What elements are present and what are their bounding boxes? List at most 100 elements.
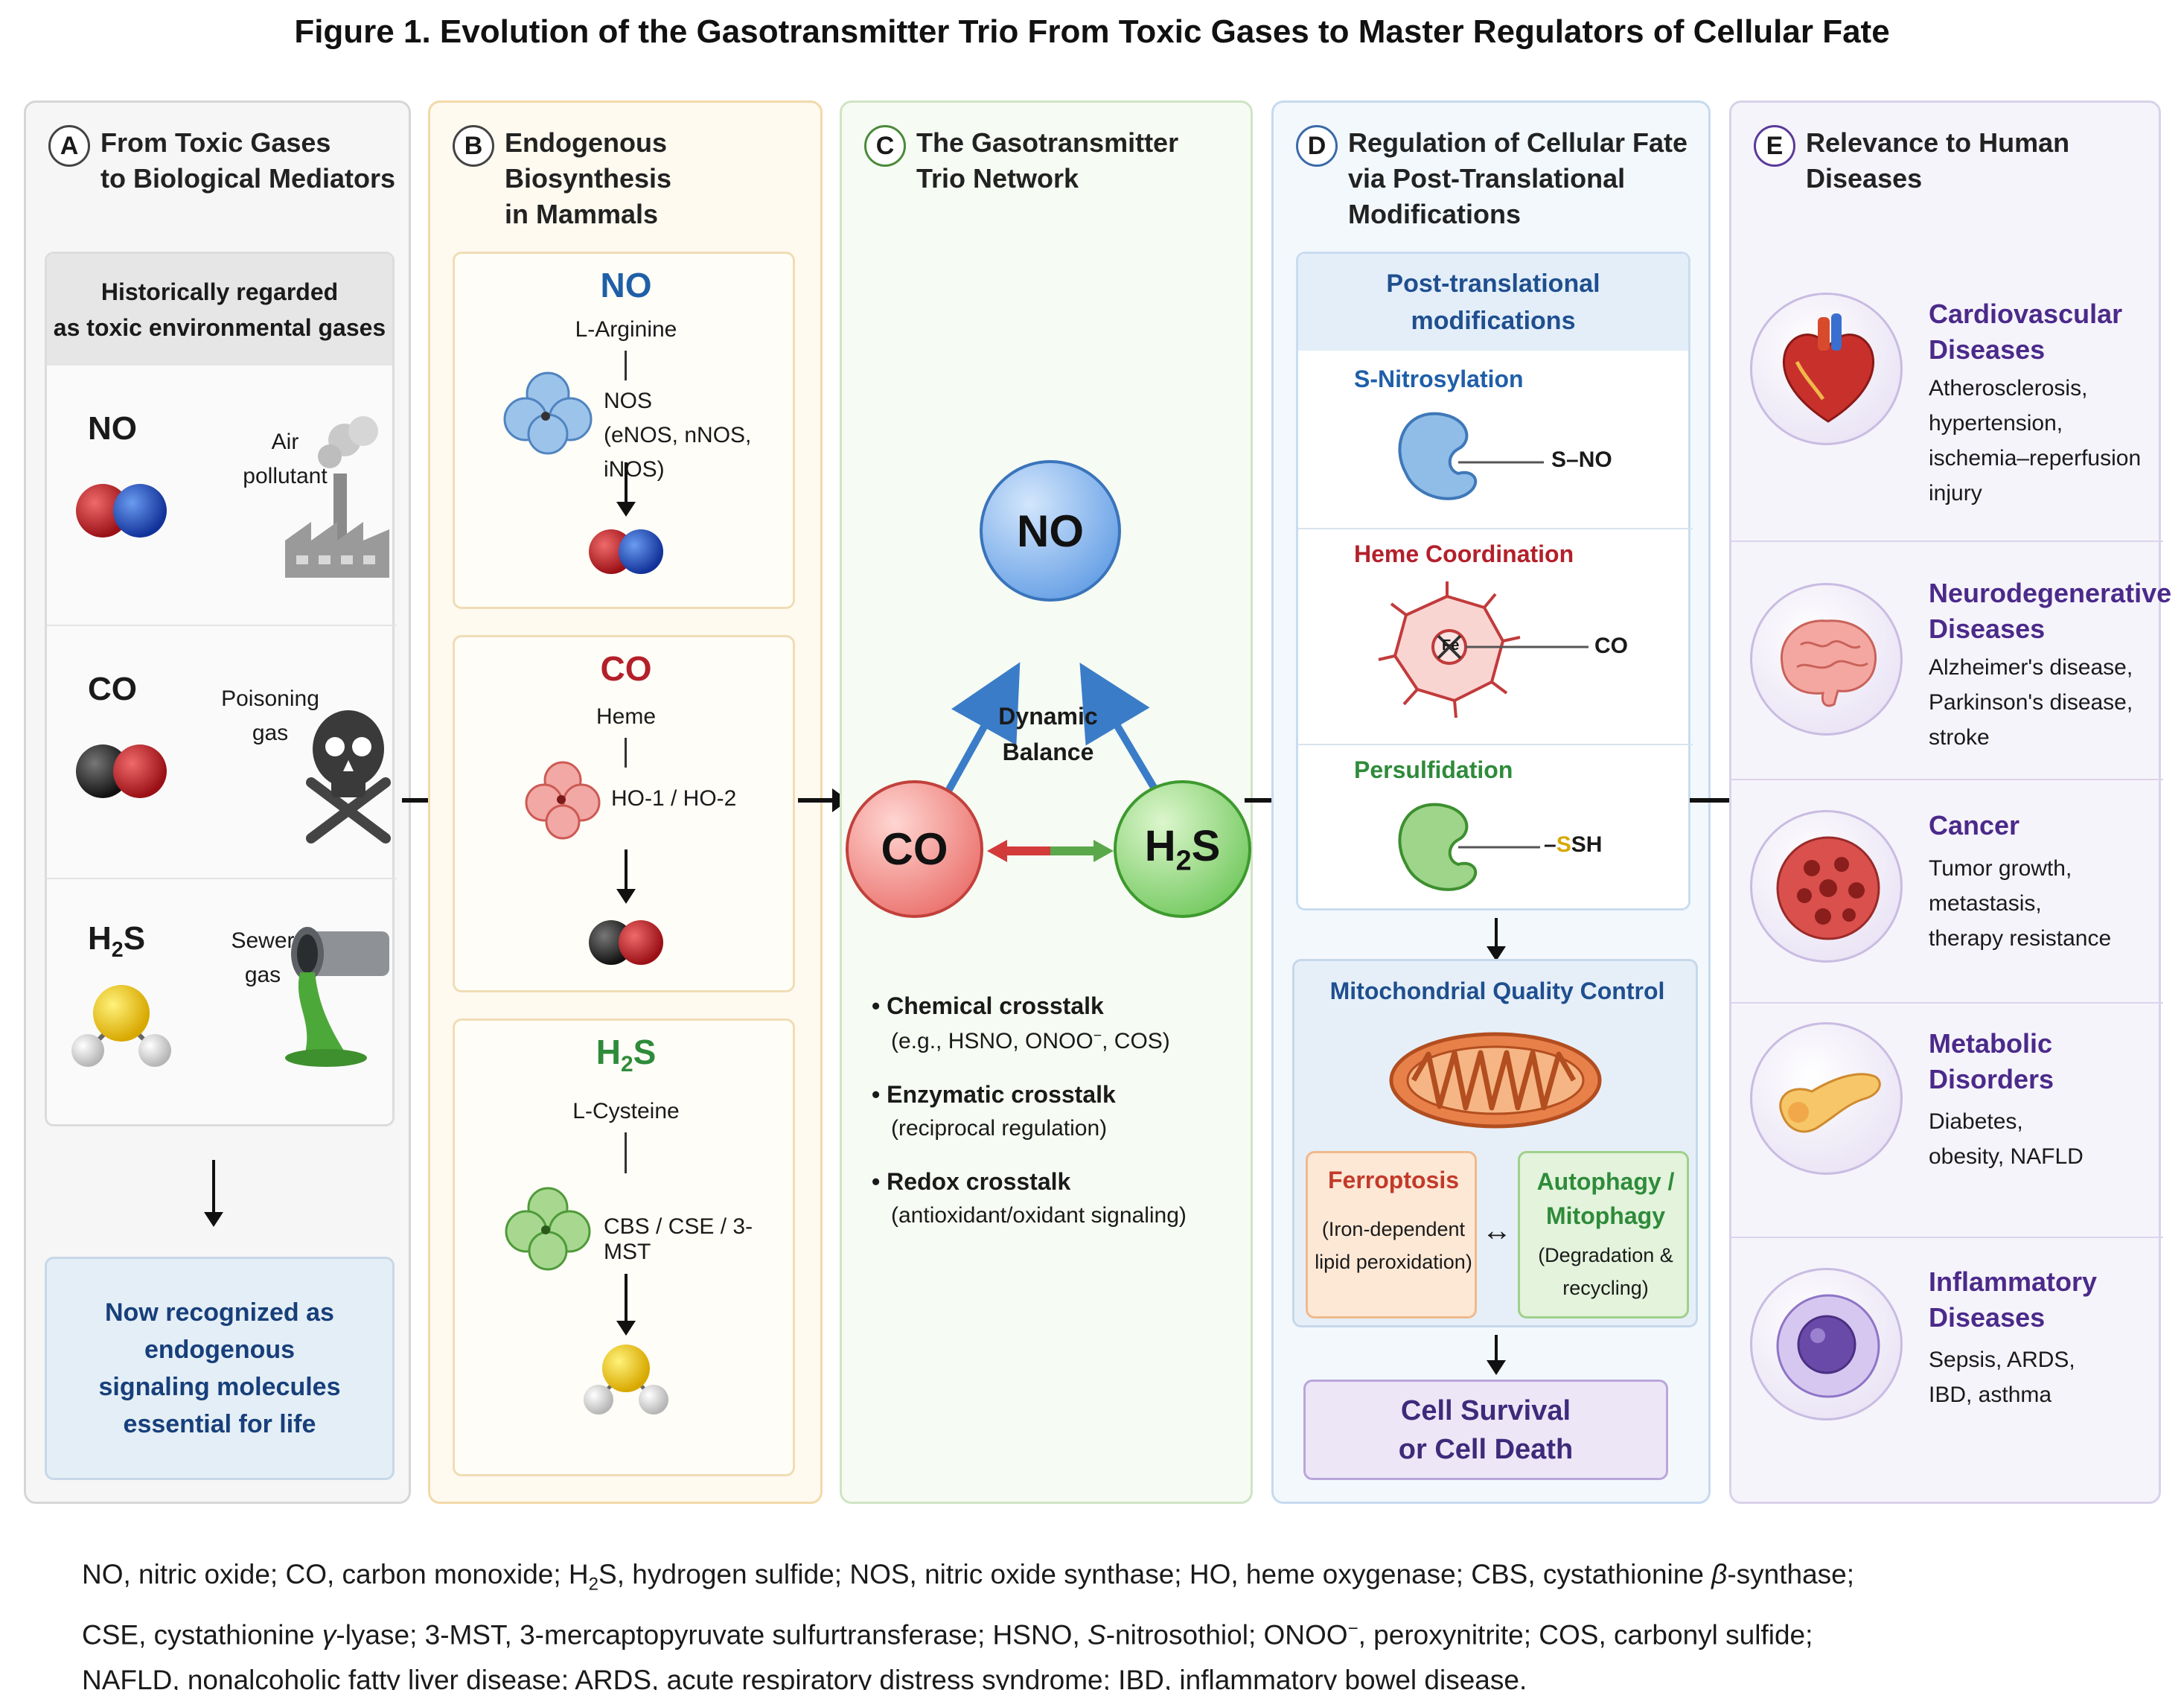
factory-icon: [285, 416, 389, 578]
ferroptosis-title: Ferroptosis: [1327, 1167, 1460, 1193]
gas-row-co: CO Poisoning gas: [47, 626, 397, 879]
ptm-name: Heme Coordination: [1354, 541, 1574, 567]
panel-a: A From Toxic Gases to Biological Mediato…: [24, 101, 411, 1504]
node-h2s: H2S: [1114, 780, 1251, 918]
crosstalk-detail: (antioxidant/oxidant signaling): [891, 1203, 1187, 1228]
arrow-down-no: [616, 462, 636, 517]
substrate-h2s: L-Cysteine: [572, 1099, 680, 1123]
mitochondrion-icon: [1389, 1032, 1602, 1129]
disease-detail: Alzheimer's disease, Parkinson's disease…: [1929, 655, 2133, 750]
panel-d: D Regulation of Cellular Fate via Post-T…: [1271, 101, 1711, 1504]
connector-line: [625, 351, 627, 380]
co-h2s-arrow: [987, 840, 1114, 862]
panel-b: B Endogenous Biosynthesis in Mammals NO …: [428, 101, 823, 1504]
gas-label-co: CO: [88, 671, 137, 707]
brain-icon: [1750, 583, 1903, 736]
recognized-text: Now recognized as endogenous signaling m…: [98, 1298, 341, 1438]
panel-e: E Relevance to Human Diseases Cardiovasc…: [1729, 101, 2171, 1504]
ptm-persulfidation: Persulfidation –SSH: [1298, 745, 1693, 909]
co-synthesis-box: CO Heme HO-1 / HO-2: [453, 635, 795, 992]
sewer-pipe-icon: [285, 927, 389, 1067]
crosstalk-detail: (reciprocal regulation): [891, 1116, 1108, 1141]
enzyme-co: HO-1 / HO-2: [611, 786, 737, 811]
panel-letter: C: [864, 125, 906, 167]
autophagy-box: Autophagy / Mitophagy (Degradation & rec…: [1518, 1151, 1689, 1318]
panel-letter: A: [48, 125, 90, 167]
disease-detail: Sepsis, ARDS, IBD, asthma: [1929, 1348, 2075, 1407]
gas-source-label-no: Air pollutant: [243, 430, 328, 488]
figure-caption: NO, nitric oxide; CO, carbon monoxide; H…: [82, 1552, 2107, 1690]
node-no: NO: [980, 460, 1121, 602]
connector-line: [625, 1132, 627, 1173]
crosstalk-item-redox: Redox crosstalk (antioxidant/oxidant sig…: [872, 1168, 1244, 1228]
cell-fate-box: Cell Survival or Cell Death: [1303, 1380, 1668, 1480]
tumor-icon: [1750, 810, 1903, 963]
node-co-label: CO: [881, 824, 948, 874]
autophagy-detail: (Degradation & recycling): [1538, 1244, 1673, 1299]
gas-name-h2s: H2S: [596, 1033, 657, 1077]
h2s-molecule-icon: [584, 1345, 668, 1415]
disease-neurodegenerative: Neurodegenerative Diseases Alzheimer's d…: [1731, 542, 2171, 780]
bidirectional-arrow-icon: ↔: [1482, 1214, 1512, 1247]
crosstalk-detail: (e.g., HSNO, ONOO−, COS): [891, 1027, 1170, 1053]
cbs-cse-enzyme-icon: [505, 1187, 591, 1271]
heart-icon: [1750, 293, 1903, 445]
arrow-down-h2s: [616, 1274, 636, 1336]
crosstalk-head: Chemical crosstalk: [872, 992, 1244, 1020]
substrate-no: L-Arginine: [575, 317, 677, 342]
arrow-down-co: [616, 849, 636, 904]
disease-cancer: Cancer Tumor growth, metastasis, therapy…: [1731, 780, 2163, 1004]
panel-title: Regulation of Cellular Fate via Post-Tra…: [1348, 127, 1688, 229]
fe-label: Fe: [1442, 637, 1460, 654]
skull-crossbones-icon: [306, 710, 391, 844]
panel-title: From Toxic Gases to Biological Mediators: [100, 127, 396, 194]
gas-name-no: NO: [600, 266, 652, 304]
disease-inflammatory: Inflammatory Diseases Sepsis, ARDS, IBD,…: [1731, 1238, 2163, 1491]
connector-line: [625, 738, 627, 768]
panel-title: Endogenous Biosynthesis in Mammals: [505, 127, 672, 229]
co-molecule-icon: [76, 744, 167, 798]
protein-persulfidation-icon: [1398, 803, 1540, 891]
ptm-header: Post-translational modifications: [1298, 254, 1688, 351]
disease-detail: Diabetes, obesity, NAFLD: [1929, 1109, 2084, 1169]
gas-source-label-co: Poisoning gas: [221, 686, 319, 745]
panel-letter: D: [1296, 125, 1338, 167]
disease-name: Cardiovascular Diseases: [1929, 299, 2123, 365]
immune-cell-icon: [1750, 1268, 1903, 1420]
h2s-synthesis-box: H2S L-Cysteine CBS / CSE / 3-MST: [453, 1018, 795, 1476]
ptm-s-nitrosylation: S-Nitrosylation S–NO: [1298, 354, 1693, 529]
crosstalk-item-chemical: Chemical crosstalk (e.g., HSNO, ONOO−, C…: [872, 992, 1244, 1054]
gas-source-label-h2s: Sewer gas: [231, 928, 295, 987]
mito-qc-box: Mitochondrial Quality Control Ferroptosi…: [1292, 959, 1698, 1327]
panel-c: C The Gasotransmitter Trio Network NO CO…: [840, 101, 1253, 1504]
crosstalk-item-enzymatic: Enzymatic crosstalk (reciprocal regulati…: [872, 1081, 1244, 1141]
no-synthesis-box: NO L-Arginine NOS (eNOS, nNOS, iNOS): [453, 252, 795, 609]
ferroptosis-box: Ferroptosis (Iron-dependent lipid peroxi…: [1306, 1151, 1477, 1318]
ptm-heme-coordination: Heme Coordination Fe CO: [1298, 529, 1693, 745]
node-no-label: NO: [1017, 506, 1084, 556]
gas-label-h2s: H2S: [88, 920, 146, 962]
autophagy-title: Autophagy / Mitophagy: [1536, 1168, 1675, 1229]
heme-porphyrin-icon: [1378, 581, 1588, 718]
enzyme-h2s: CBS / CSE / 3-MST: [604, 1214, 753, 1264]
protein-snitrosylation-icon: [1398, 412, 1544, 500]
mito-title: Mitochondrial Quality Control: [1329, 978, 1665, 1004]
disease-detail: Tumor growth, metastasis, therapy resist…: [1929, 856, 2112, 951]
substrate-co: Heme: [596, 704, 657, 729]
h2s-molecule-icon: [71, 985, 171, 1067]
arrow-b-to-c: [798, 788, 849, 812]
caption-line-2: CSE, cystathionine γ-lyase; 3-MST, 3-mer…: [82, 1619, 1813, 1651]
cell-fate-text: Cell Survival or Cell Death: [1398, 1394, 1574, 1465]
caption-line-3: NAFLD, nonalcoholic fatty liver disease;…: [82, 1664, 1527, 1690]
enzyme-no: NOS (eNOS, nNOS, iNOS): [604, 389, 752, 482]
disease-name: Neurodegenerative Diseases: [1929, 578, 2172, 644]
disease-name: Metabolic Disorders: [1929, 1028, 2054, 1094]
ptm-name: S-Nitrosylation: [1354, 366, 1524, 392]
gas-label-no: NO: [88, 410, 137, 447]
arrow-down-d1: [1487, 918, 1506, 961]
gas-name-co: CO: [600, 649, 652, 688]
ptm-name: Persulfidation: [1354, 756, 1513, 783]
ferroptosis-detail: (Iron-dependent lipid peroxidation): [1315, 1218, 1472, 1273]
ho-enzyme-icon: [525, 761, 601, 840]
no-molecule-icon: [589, 529, 663, 574]
